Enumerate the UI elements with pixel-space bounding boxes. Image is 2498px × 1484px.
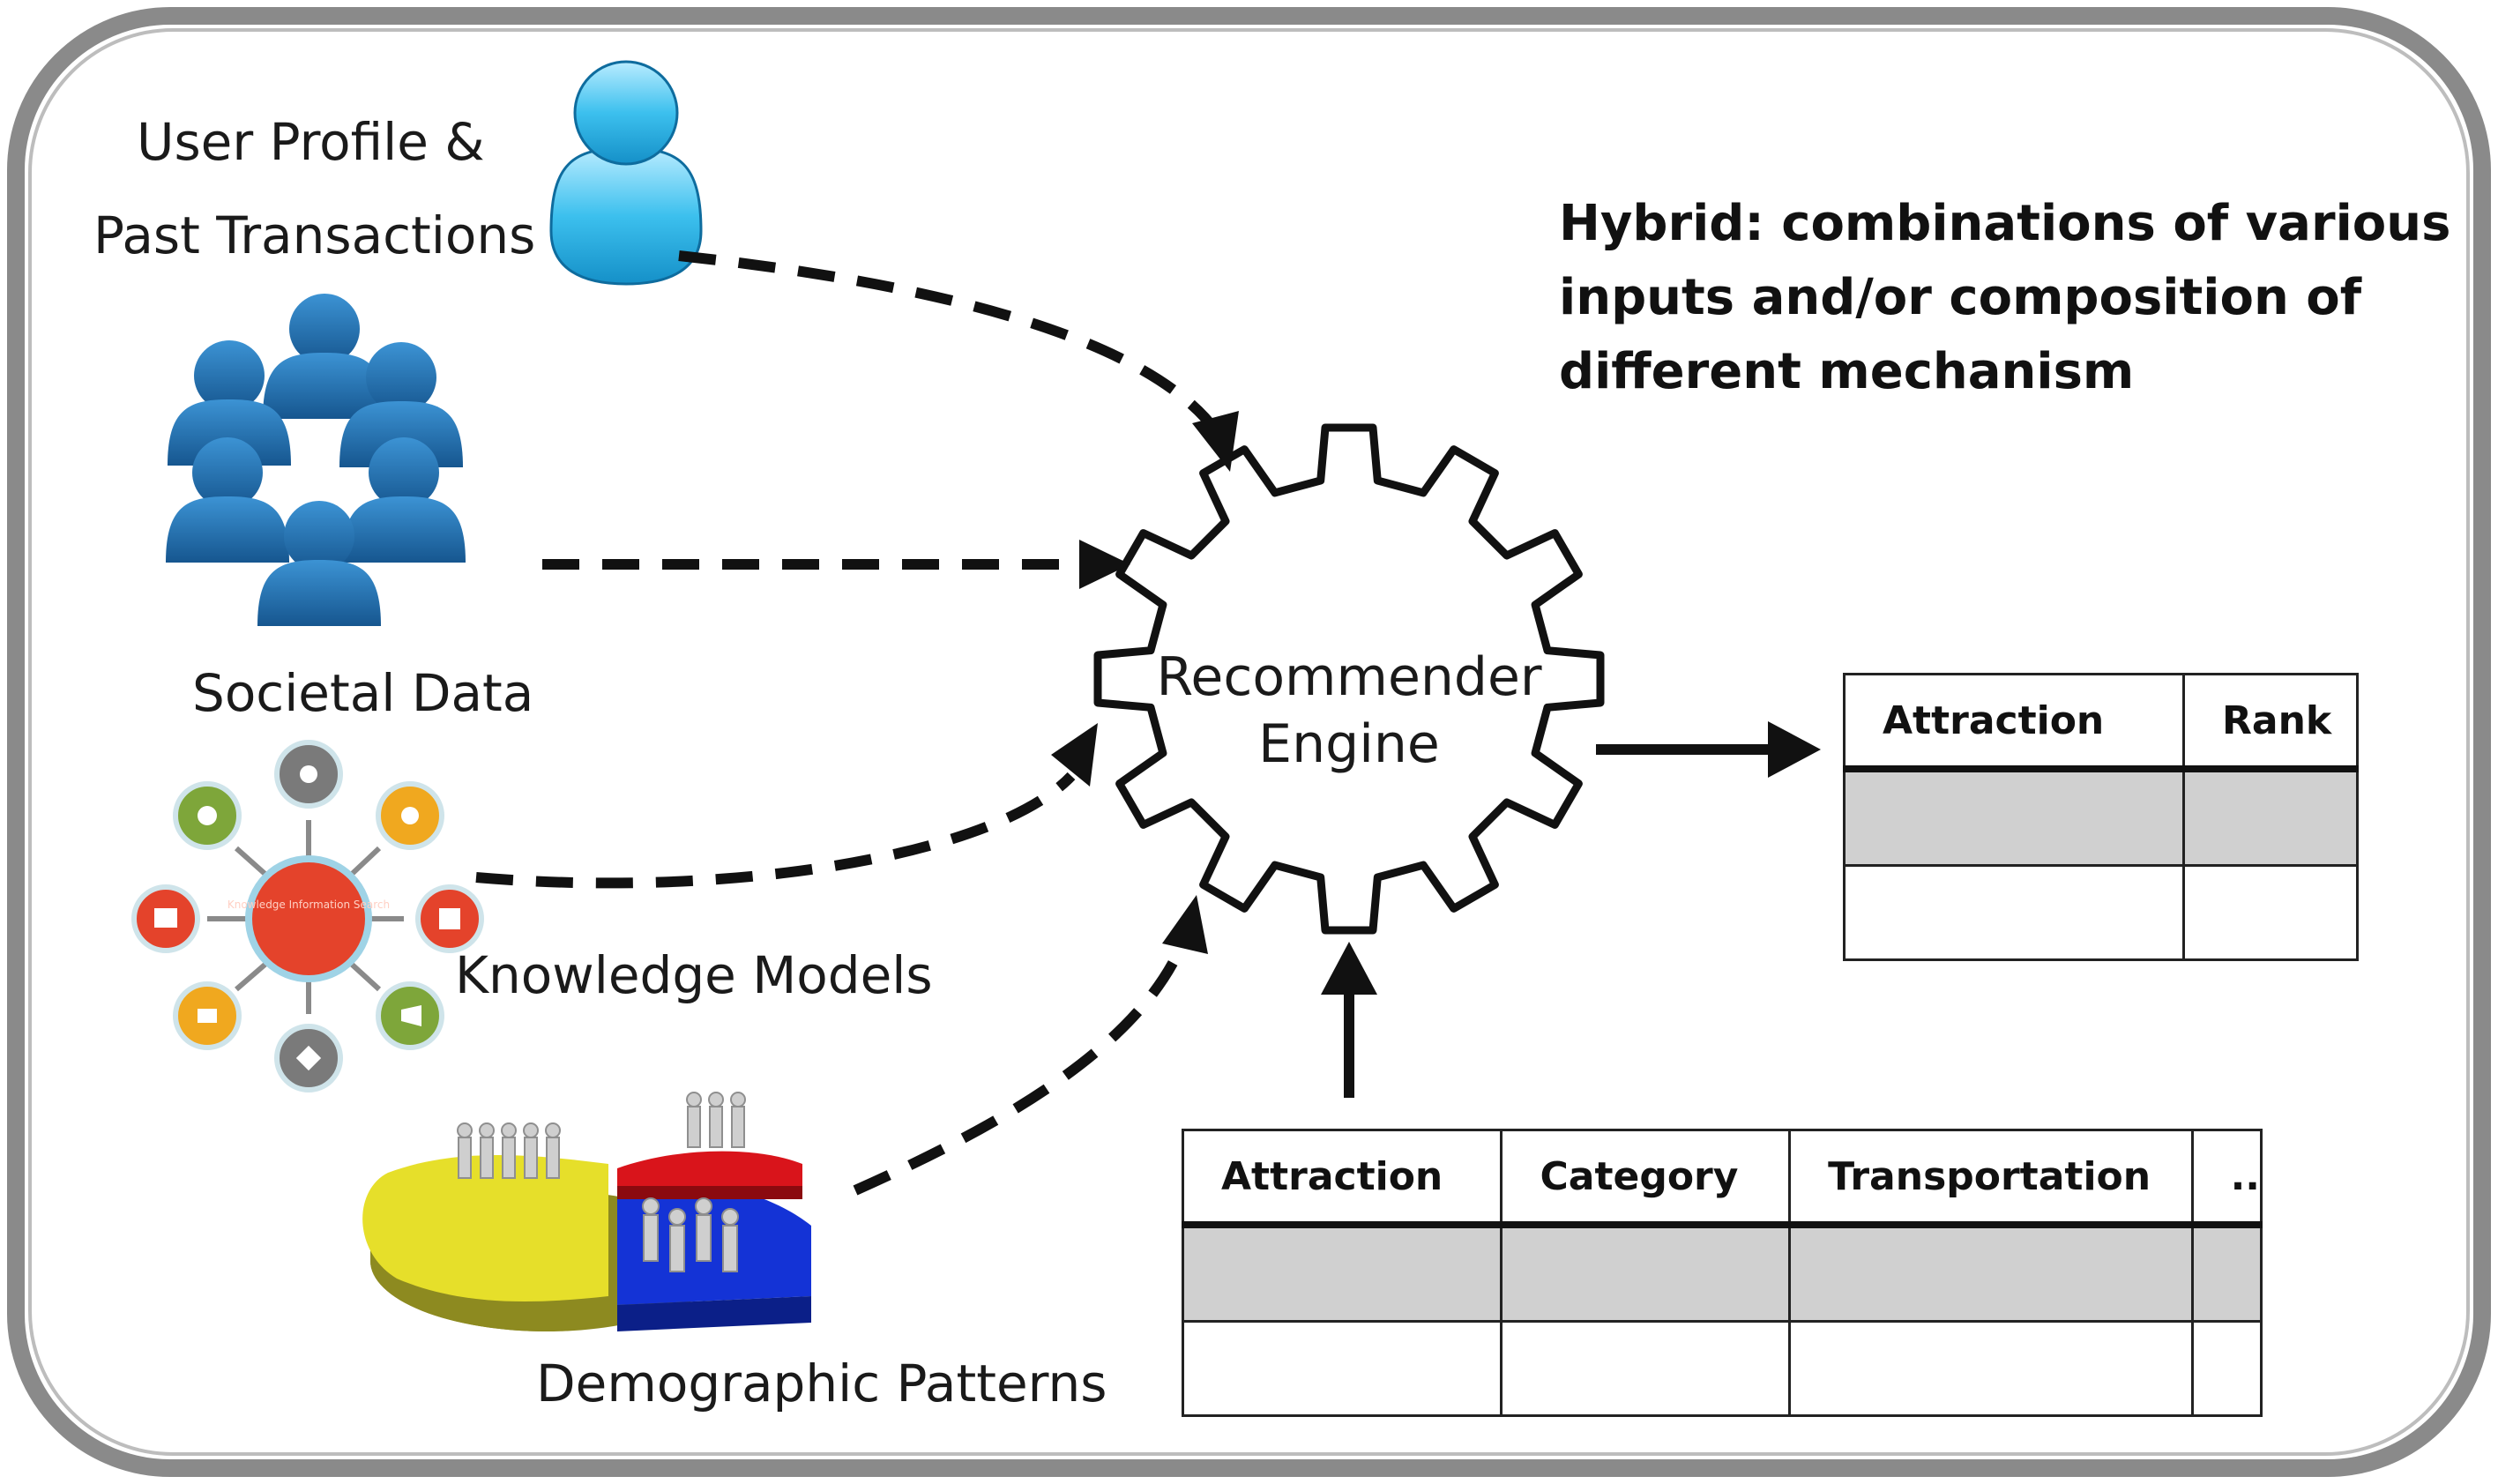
arrow-demographic-to-engine <box>853 932 1191 1196</box>
hybrid-note-line1: Hybrid: combinations of various <box>1559 195 2451 252</box>
input-cell <box>1788 1223 2194 1323</box>
hybrid-note: Hybrid: combinations of various inputs a… <box>1559 187 2450 409</box>
user-profile-label-line1: User Profile & <box>137 112 485 172</box>
hybrid-note-line2: inputs and/or composition of <box>1559 269 2362 326</box>
outer-frame <box>7 7 2491 1477</box>
output-header-rank: Rank <box>2182 673 2359 772</box>
input-cell <box>2190 1320 2263 1417</box>
input-cell <box>1181 1223 1503 1323</box>
input-cell <box>1500 1320 1792 1417</box>
arrowhead-knowledge <box>1051 723 1098 787</box>
input-header-more: .. <box>2190 1129 2263 1228</box>
engine-label-line2: Engine <box>1258 713 1440 775</box>
arrowhead-table <box>1321 942 1377 995</box>
input-cell <box>1500 1223 1792 1323</box>
arrowhead-output <box>1768 721 1821 778</box>
input-header-category: Category <box>1500 1129 1792 1228</box>
hybrid-note-line3: different mechanism <box>1559 343 2135 400</box>
user-profile-icon <box>549 60 703 286</box>
output-rank-table: Attraction Rank <box>1843 673 2359 961</box>
outer-frame-inner-line <box>28 28 2470 1456</box>
input-header-attraction: Attraction <box>1181 1129 1503 1228</box>
knowledge-hub-icon: Knowledge Information Search <box>131 740 484 1092</box>
output-cell <box>1843 864 2185 961</box>
output-cell <box>2182 767 2359 867</box>
arrowhead-societal <box>1079 540 1130 589</box>
output-header-attraction: Attraction <box>1843 673 2185 772</box>
engine-label-line1: Recommender <box>1156 646 1542 708</box>
group-people-icon <box>166 294 466 626</box>
arrowhead-demographic <box>1162 895 1208 954</box>
input-header-transportation: Transportation <box>1788 1129 2194 1228</box>
societal-data-label: Societal Data <box>192 663 534 723</box>
hub-text: Knowledge Information Search <box>227 899 390 911</box>
output-cell <box>2182 864 2359 961</box>
input-cell <box>2190 1223 2263 1323</box>
output-cell <box>1843 767 2185 867</box>
recommender-engine-gear <box>1093 423 1605 935</box>
output-table-row <box>1843 864 2359 961</box>
input-cell <box>1788 1320 2194 1417</box>
engine-label: Recommender Engine <box>1155 644 1543 778</box>
arrowhead-user <box>1192 411 1239 472</box>
knowledge-models-label: Knowledge Models <box>455 945 933 1005</box>
input-attributes-table: Attraction Category Transportation .. <box>1181 1129 2263 1417</box>
output-table-row <box>1843 767 2359 867</box>
input-table-row <box>1181 1223 2263 1323</box>
input-cell <box>1181 1320 1503 1417</box>
arrow-knowledge-to-engine <box>475 772 1076 889</box>
demographic-pie-icon <box>362 1092 811 1331</box>
arrow-user-to-engine <box>678 250 1221 436</box>
demographic-patterns-label: Demographic Patterns <box>536 1353 1107 1413</box>
user-profile-label-line2: Past Transactions <box>93 205 536 265</box>
input-table-row <box>1181 1320 2263 1417</box>
